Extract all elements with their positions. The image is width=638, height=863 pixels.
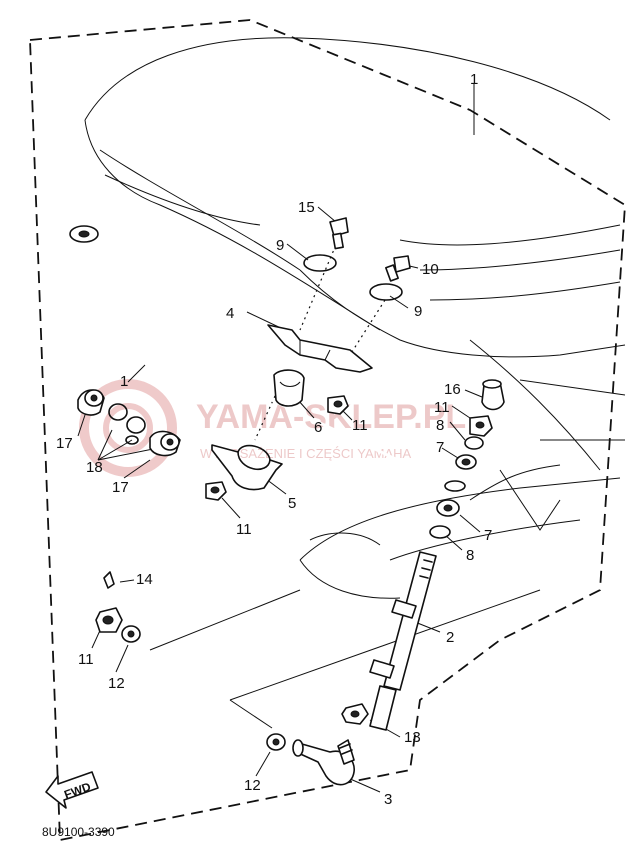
callout: 18 [86,459,103,476]
callout: 6 [314,419,322,436]
callout: 5 [288,495,296,512]
washer-ring [444,480,466,492]
callout: 16 [444,381,461,398]
bushing [273,369,305,407]
washer-9 [303,254,337,272]
callout: 12 [244,777,261,794]
washer-8 [429,525,451,539]
callout: 11 [78,651,94,668]
washer-9 [369,283,403,301]
ball-joint [292,739,355,786]
callout: 8 [466,547,474,564]
callout: 12 [108,675,125,692]
callout: 15 [298,199,315,216]
cap-16 [481,379,505,411]
cotter-pin [103,571,115,589]
callout: 1 [470,71,478,88]
bracket [267,324,373,373]
callout: 1 [120,373,128,390]
callout: 13 [404,729,421,746]
callout: 11 [352,417,368,434]
snowmobile-body [84,37,626,701]
bushing-7 [436,499,460,517]
link-rod [369,551,437,731]
callout: 11 [434,399,450,416]
bushing-7 [455,454,477,470]
bushing-17 [149,430,181,457]
callout: 17 [56,435,73,452]
stabilizer-rod [58,225,442,482]
nut-11 [469,415,493,437]
assembly-boundary [29,19,626,842]
washer-12 [121,625,141,643]
bushing-17 [77,389,105,416]
nut-13 [341,703,369,725]
alignment-line [254,384,281,441]
clip-18 [125,435,139,445]
callout-labels: 1 1 2 3 4 5 6 7 7 8 8 9 9 10 11 11 11 11… [56,71,492,808]
callout: 17 [112,479,129,496]
watermark-sub: WYPOSAŻENIE I CZĘŚCI YAMAHA [200,446,411,461]
forward-arrow-icon: FWD [45,771,99,809]
washer-8 [464,436,484,450]
callout: 11 [236,521,252,538]
alignment-line [349,299,386,356]
callout: 8 [436,417,444,434]
bolt-15 [329,217,349,250]
callout: 4 [226,305,234,322]
callout: 7 [484,527,492,544]
bolt-10 [385,255,411,282]
nut-11 [95,607,123,633]
callout: 9 [414,303,422,320]
washer-12 [266,733,286,751]
nut-11 [205,481,227,501]
callout: 2 [446,629,454,646]
callout: 14 [136,571,153,588]
clamp [211,444,283,491]
callout: 9 [276,237,284,254]
callout: 7 [436,439,444,456]
callout: 10 [422,261,439,278]
clip-18 [108,403,146,434]
callout: 3 [384,791,392,808]
nut-11 [327,395,349,415]
alignment-line [299,239,339,331]
part-code: 8U9100-3390 [42,825,115,839]
